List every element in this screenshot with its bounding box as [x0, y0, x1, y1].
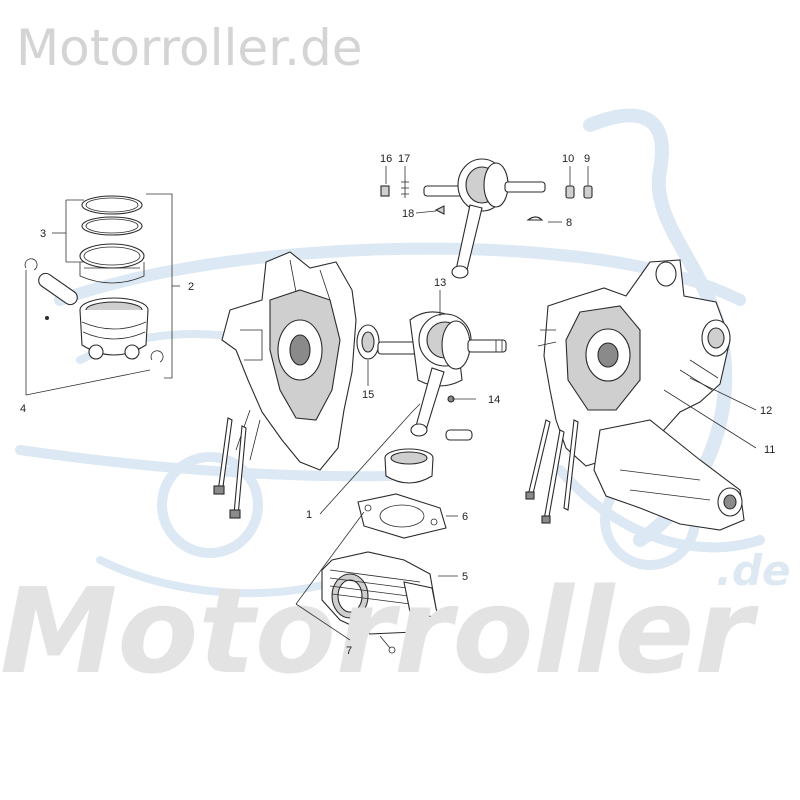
small-fasteners [380, 178, 593, 221]
callout-18: 18 [402, 208, 414, 220]
watermark-big-text: Motorroller [0, 562, 759, 700]
callout-8: 8 [566, 217, 572, 229]
crankshaft [377, 311, 507, 437]
callout-7: 7 [346, 645, 352, 657]
crankshaft-variant [423, 158, 546, 279]
callout-13: 13 [434, 277, 446, 289]
piston [79, 297, 149, 360]
piston-circlips [24, 258, 164, 363]
right-crankcase-half [525, 259, 745, 531]
callout-3: 3 [40, 228, 46, 240]
callout-4: 4 [20, 403, 26, 415]
callout-labels: 3 2 4 16 17 18 10 9 8 13 15 14 12 11 1 6… [20, 153, 775, 657]
callout-10: 10 [562, 153, 574, 165]
callout-leaders [52, 166, 757, 641]
callout-1: 1 [306, 509, 312, 521]
left-crankcase-half [213, 251, 357, 519]
callout-16: 16 [380, 153, 392, 165]
callout-11: 11 [764, 444, 775, 456]
callout-17: 17 [398, 153, 410, 165]
watermark-domain-suffix: .de [716, 546, 791, 595]
needle-bearing [445, 395, 473, 441]
piston-rings [79, 195, 145, 284]
callout-6: 6 [462, 511, 468, 523]
callout-14: 14 [488, 394, 500, 406]
callout-5: 5 [462, 571, 468, 583]
callout-9: 9 [584, 153, 590, 165]
cylinder-sleeve [384, 448, 434, 484]
watermark-top-text: Motorroller.de [16, 19, 363, 77]
oil-seal [356, 324, 380, 360]
piston-assembly [24, 193, 173, 396]
piston-pin [38, 272, 78, 306]
callout-2: 2 [188, 281, 194, 293]
cylinder-block [321, 551, 439, 654]
cylinder-base-gasket [357, 493, 447, 539]
callout-12: 12 [760, 405, 772, 417]
callout-15: 15 [362, 389, 374, 401]
